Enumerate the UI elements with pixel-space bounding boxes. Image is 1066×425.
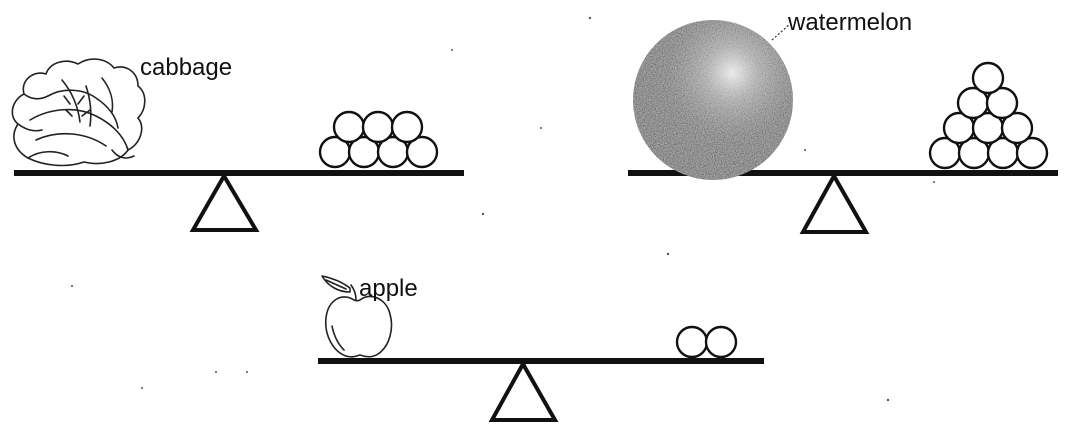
weight-balls [928, 61, 1049, 170]
weight-ball [332, 110, 366, 144]
weight-ball [390, 110, 424, 144]
weight-ball [985, 86, 1019, 120]
scale-cabbage: cabbage [11, 54, 464, 232]
scale-beam [318, 358, 764, 364]
scale-beam [14, 170, 464, 176]
cabbage-label: cabbage [140, 54, 232, 81]
scale-fulcrum [799, 171, 870, 234]
weight-ball [704, 325, 738, 359]
weight-ball [361, 110, 395, 144]
scale-fulcrum [189, 172, 260, 232]
scale-beam [628, 170, 1058, 176]
scan-specks [71, 16, 935, 402]
scale-fulcrum [488, 359, 559, 422]
weight-ball [1000, 111, 1034, 145]
weight-ball [971, 61, 1005, 95]
watermelon-icon [633, 20, 793, 180]
cabbage-icon [11, 58, 146, 167]
weight-ball [1015, 136, 1049, 170]
watermelon-leader-line [771, 23, 791, 41]
weight-ball [405, 135, 439, 169]
weight-balls [318, 110, 439, 169]
scale-watermelon: watermelon [628, 9, 1058, 234]
weight-balls [675, 325, 738, 359]
apple-icon [321, 275, 393, 358]
weight-ball [675, 325, 709, 359]
apple-label: apple [359, 275, 418, 302]
scale-apple: apple [318, 275, 764, 422]
watermelon-label: watermelon [787, 9, 912, 36]
